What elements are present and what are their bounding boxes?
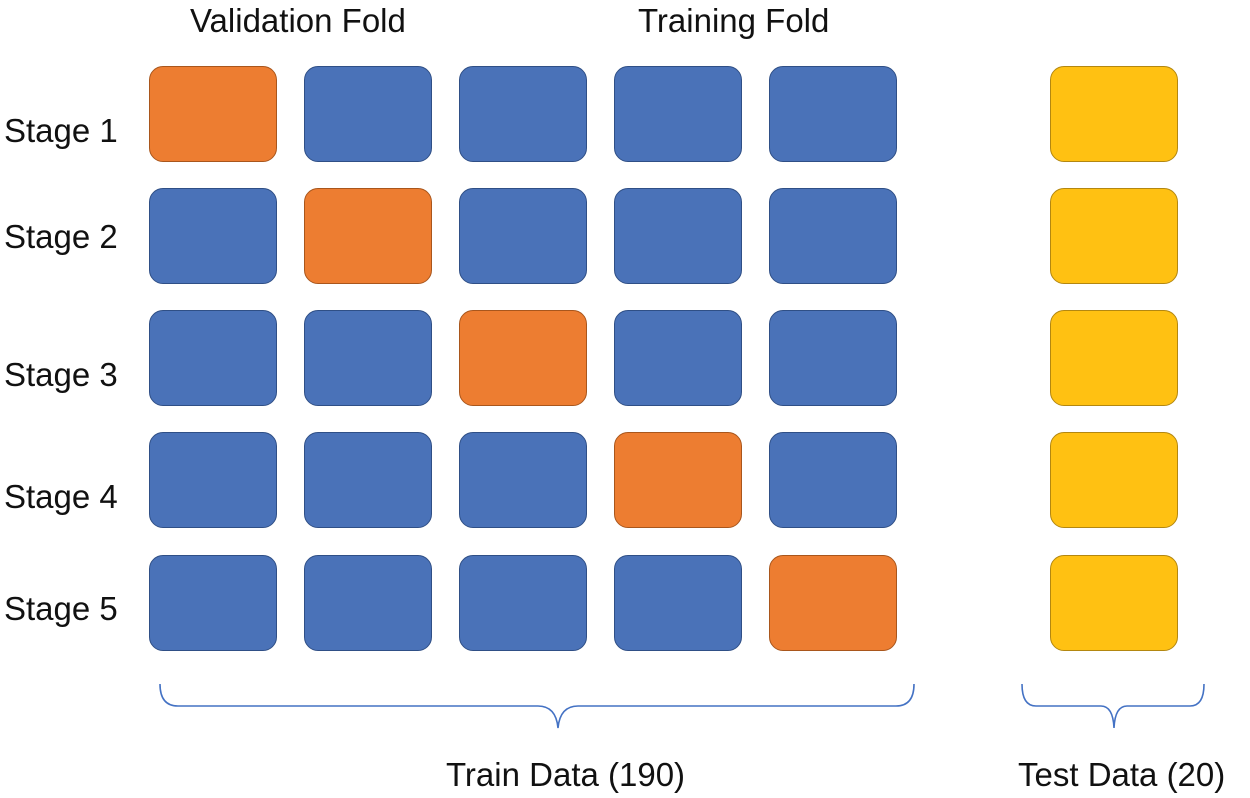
training-fold-block-s2-f4 bbox=[614, 188, 742, 284]
test-data-label: Test Data (20) bbox=[1018, 756, 1226, 793]
train-data-label: Train Data (190) bbox=[446, 756, 686, 793]
training-fold-label: Training Fold bbox=[638, 2, 830, 39]
stage-label-3: Stage 3 bbox=[4, 356, 118, 393]
training-fold-block-s3-f1 bbox=[149, 310, 277, 406]
stage-label-1: Stage 1 bbox=[4, 112, 118, 149]
training-fold-block-s5-f2 bbox=[304, 555, 432, 651]
training-fold-block-s1-f2 bbox=[304, 66, 432, 162]
training-fold-block-s2-f1 bbox=[149, 188, 277, 284]
training-fold-block-s5-f3 bbox=[459, 555, 587, 651]
stage-label-4: Stage 4 bbox=[4, 478, 118, 515]
test-data-block-s2 bbox=[1050, 188, 1178, 284]
test-data-block-s5 bbox=[1050, 555, 1178, 651]
test-data-block-s1 bbox=[1050, 66, 1178, 162]
validation-fold-block-s1-f1 bbox=[149, 66, 277, 162]
validation-fold-block-s5-f5 bbox=[769, 555, 897, 651]
training-fold-block-s4-f5 bbox=[769, 432, 897, 528]
training-fold-block-s2-f3 bbox=[459, 188, 587, 284]
training-fold-block-s3-f4 bbox=[614, 310, 742, 406]
training-fold-block-s5-f1 bbox=[149, 555, 277, 651]
stage-label-2: Stage 2 bbox=[4, 218, 118, 255]
test-data-block-s4 bbox=[1050, 432, 1178, 528]
training-fold-block-s2-f5 bbox=[769, 188, 897, 284]
training-fold-block-s3-f5 bbox=[769, 310, 897, 406]
validation-fold-label: Validation Fold bbox=[190, 2, 406, 39]
training-fold-block-s4-f3 bbox=[459, 432, 587, 528]
training-fold-block-s5-f4 bbox=[614, 555, 742, 651]
training-fold-block-s3-f2 bbox=[304, 310, 432, 406]
training-fold-block-s1-f5 bbox=[769, 66, 897, 162]
training-fold-block-s1-f3 bbox=[459, 66, 587, 162]
training-fold-block-s4-f1 bbox=[149, 432, 277, 528]
training-fold-block-s4-f2 bbox=[304, 432, 432, 528]
validation-fold-block-s3-f3 bbox=[459, 310, 587, 406]
training-fold-block-s1-f4 bbox=[614, 66, 742, 162]
stage-label-5: Stage 5 bbox=[4, 590, 118, 627]
test-data-brace bbox=[1021, 683, 1205, 729]
validation-fold-block-s2-f2 bbox=[304, 188, 432, 284]
validation-fold-block-s4-f4 bbox=[614, 432, 742, 528]
train-data-brace bbox=[159, 683, 915, 729]
test-data-block-s3 bbox=[1050, 310, 1178, 406]
